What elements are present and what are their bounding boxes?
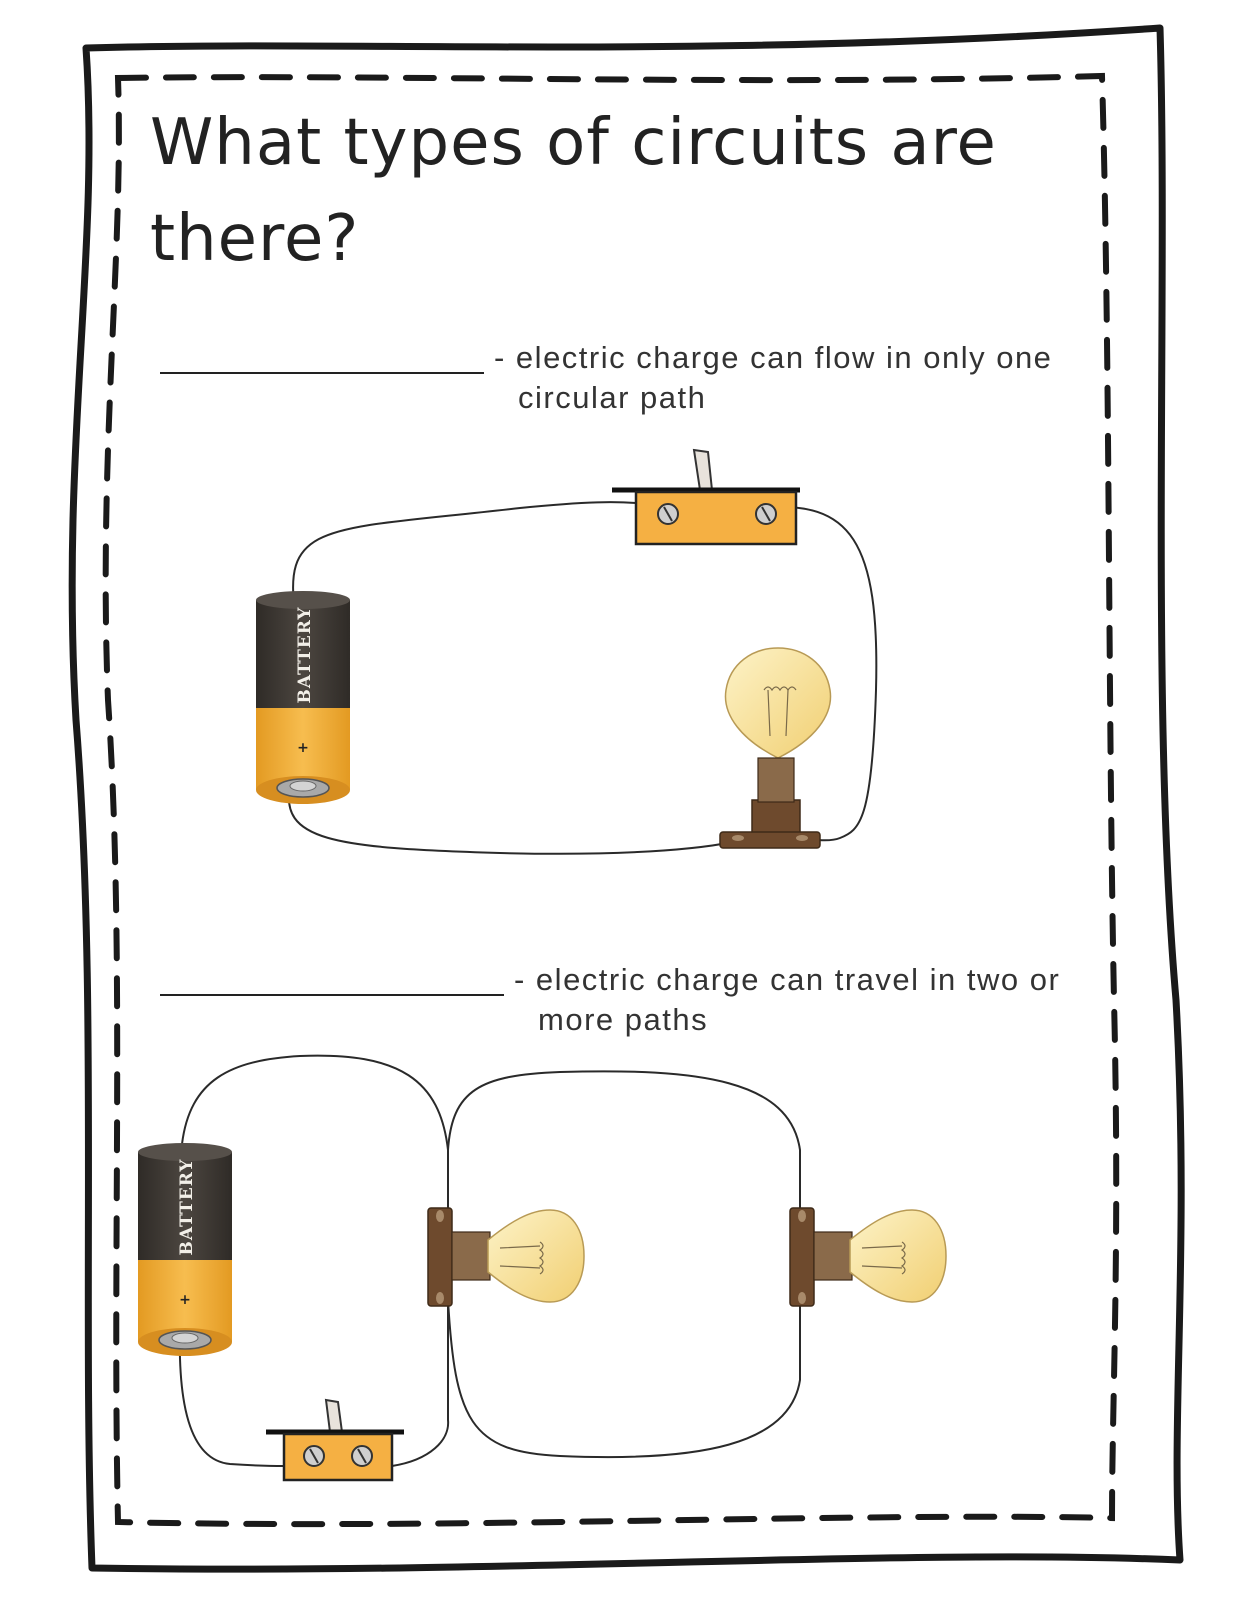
parallel-wire [391,1300,450,1467]
series-description-line2: circular path [518,380,707,415]
series-description-line1: - electric charge can flow in only one [494,340,1053,375]
parallel-description-line2: more paths [538,1002,709,1037]
battery-label: BATTERY [295,606,315,703]
dashed-border [102,72,1120,1528]
parallel-description-line1: - electric charge can travel in two or [514,962,1061,997]
series-wire [761,506,878,842]
parallel-circuit: BATTERY + [138,1054,947,1482]
parallel-description: - electric charge can travel in two or m… [514,960,1114,1040]
answer-blank-series[interactable] [160,372,484,374]
battery-label: BATTERY [177,1158,197,1255]
parallel-wire [447,1070,801,1210]
battery: BATTERY + [256,591,350,804]
parallel-wire [181,1054,449,1210]
light-bulb [789,1207,947,1307]
series-circuit: BATTERY + [256,448,878,855]
page-title: What types of circuits are there? [150,106,997,276]
switch [612,448,800,546]
series-description: - electric charge can flow in only one c… [494,338,1094,418]
battery-positive-mark: + [297,740,309,756]
series-wire [292,501,657,613]
battery-positive-mark: + [179,1292,191,1308]
parallel-wire [178,1325,285,1467]
answer-blank-parallel[interactable] [160,994,504,996]
switch [266,1398,404,1482]
page-border [68,24,1185,1573]
parallel-wire [447,1299,801,1459]
battery: BATTERY + [138,1143,232,1356]
light-bulb [719,647,832,849]
series-wire [287,784,743,855]
light-bulb [427,1207,585,1307]
